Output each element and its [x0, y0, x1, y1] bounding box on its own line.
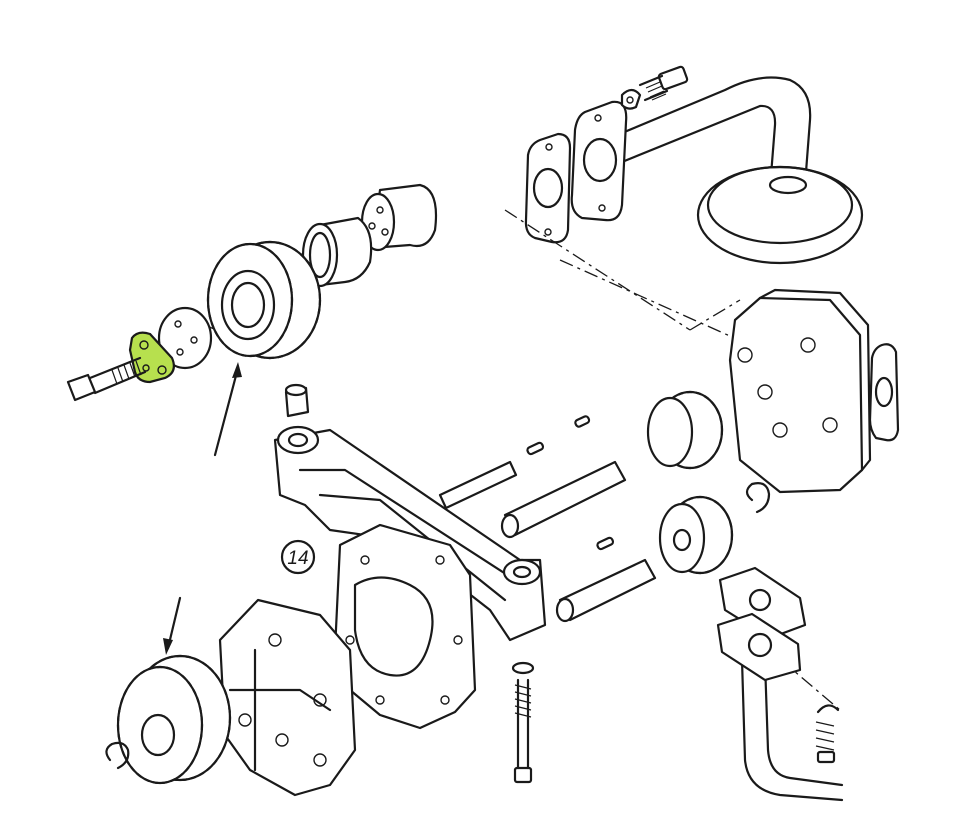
lower-drive-gear [116, 654, 232, 785]
pipe-flange [570, 100, 628, 222]
callout-14: 14 [280, 539, 316, 575]
callout-number: 14 [287, 548, 308, 569]
pipe-clamp-bolt [620, 65, 689, 110]
end-cover-plate [728, 288, 872, 494]
mounting-bolt-center [511, 661, 535, 784]
dowel-sleeve [284, 383, 310, 418]
bushing-sleeve [360, 183, 438, 252]
pump-cover [218, 598, 357, 797]
pump-gears [646, 390, 734, 575]
mounting-bolt-right [815, 704, 840, 764]
gear-retaining-bolt [66, 356, 147, 402]
pointer-arrow-upper [213, 362, 242, 457]
pump-shafts [438, 415, 657, 623]
thrust-washer [157, 306, 213, 370]
upper-drive-gear [206, 240, 322, 360]
delivery-pipe [716, 566, 844, 802]
lower-circlip [105, 741, 130, 770]
pipe-gasket [524, 132, 572, 244]
pump-housing [333, 523, 477, 730]
pointer-arrow-lower [163, 596, 182, 655]
highlighted-lock-plate [128, 331, 175, 384]
end-cover-gasket [868, 343, 900, 442]
oil-pickup-pipe [608, 76, 864, 265]
